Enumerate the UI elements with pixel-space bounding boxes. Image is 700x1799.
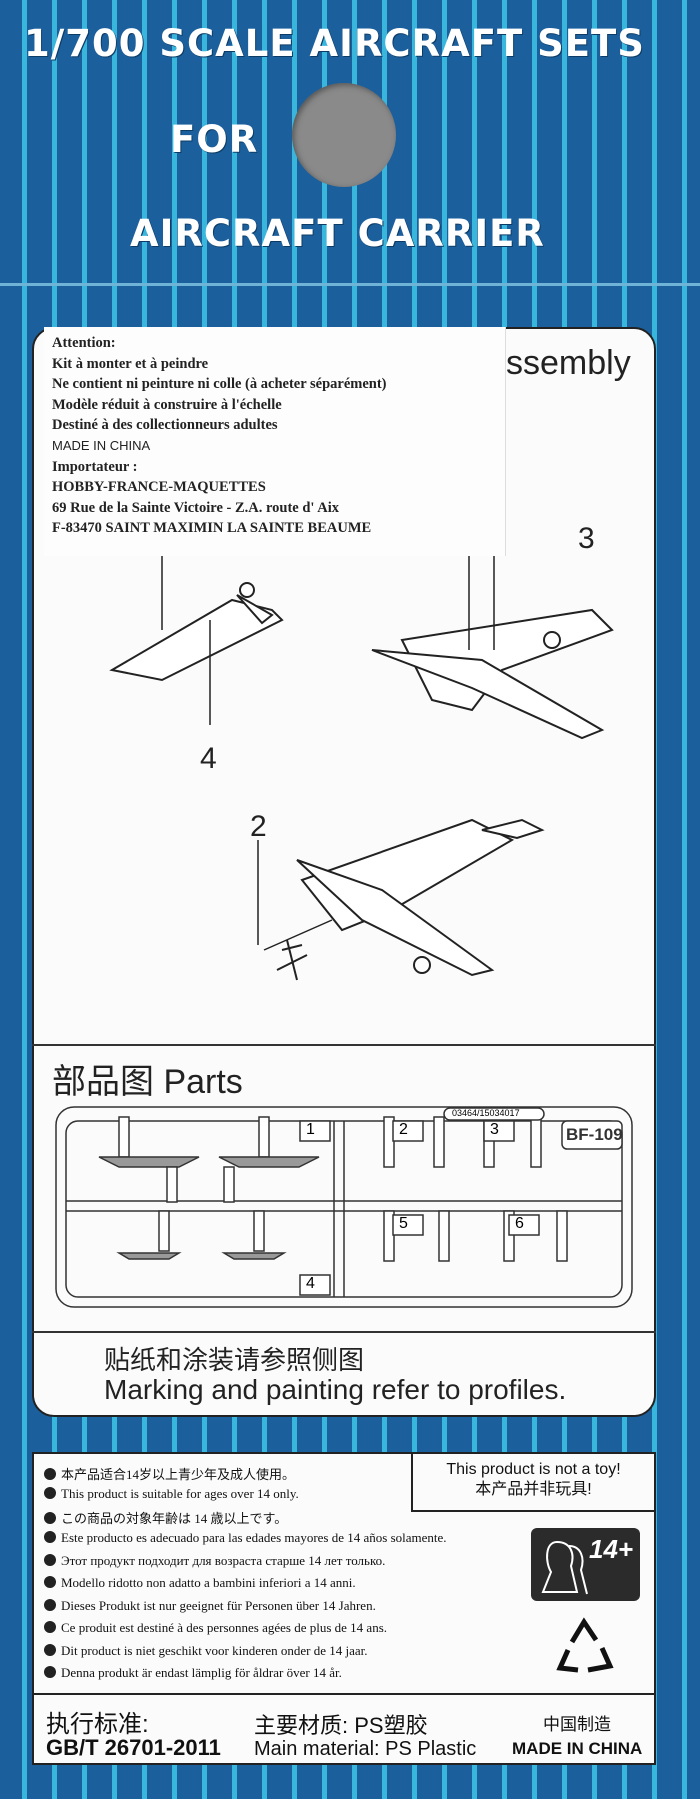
made-in-china: MADE IN CHINA (512, 1739, 643, 1758)
hang-hole (292, 83, 396, 187)
marking-note-en: Marking and painting refer to profiles. (104, 1374, 567, 1405)
plane-wing (371, 608, 614, 740)
recycle-icon (556, 1617, 614, 1673)
divider (32, 1693, 656, 1695)
part-number-6: 6 (515, 1215, 524, 1232)
age-note: Этот продукт подходит для возраста старш… (61, 1553, 386, 1568)
sticker-line: Destiné à des collectionneurs adultes (52, 417, 278, 434)
not-a-toy-box: This product is not a toy! 本产品并非玩具! (411, 1452, 656, 1512)
standard-label: 执行标准: (46, 1711, 149, 1738)
part-number-4: 4 (306, 1275, 315, 1292)
part-number-3: 3 (490, 1121, 499, 1138)
part-number-1: 1 (306, 1121, 315, 1138)
plane-complete (276, 818, 545, 981)
flag-icon (44, 1554, 56, 1566)
warning-panel (32, 1452, 656, 1765)
parts-title: 部品图 Parts (52, 1063, 243, 1101)
importer-sticker: Attention: Kit à monter et à peindre Ne … (44, 327, 506, 556)
made-in-cn: 中国制造 (543, 1715, 611, 1734)
not-a-toy-cn: 本产品并非玩具! (475, 1481, 592, 1498)
sprue-diagram (55, 1106, 633, 1308)
sticker-line: Modèle réduit à construire à l'échelle (52, 396, 282, 413)
sticker-line: MADE IN CHINA (52, 437, 151, 453)
age-note: Ce produit est destiné à des personnes a… (61, 1620, 388, 1635)
callout-3: 3 (578, 522, 595, 555)
age-note: 本产品适合14岁以上青少年及成人使用。 (61, 1467, 296, 1482)
material-cn: 主要材质: PS塑胶 (254, 1713, 428, 1738)
not-a-toy-en: This product is not a toy! (446, 1461, 621, 1478)
sticker-line: Ne contient ni peinture ni colle (à ache… (52, 376, 387, 393)
age-note: Dieses Produkt ist nur geeignet für Pers… (61, 1598, 376, 1613)
sprue-code: 03464/15034017 (452, 1108, 520, 1118)
flag-icon (44, 1512, 56, 1524)
age-note: This product is suitable for ages over 1… (61, 1486, 299, 1501)
callout-4: 4 (200, 742, 217, 775)
age-note: この商品の対象年齢は 14 歳以上です。 (61, 1511, 288, 1526)
title-line2: FOR (170, 118, 259, 161)
divider (32, 1331, 656, 1333)
marking-note-cn: 贴纸和涂装请参照侧图 (104, 1345, 365, 1375)
plane-fuselage (109, 582, 284, 682)
assembly-title: ssembly (506, 344, 631, 382)
age-note: Denna produkt är endast lämplig för åldr… (61, 1665, 342, 1680)
material-en: Main material: PS Plastic (254, 1738, 477, 1760)
divider (32, 1044, 656, 1046)
flag-icon (44, 1576, 56, 1588)
age-badge-text: 14+ (589, 1534, 634, 1564)
model-label: BF-109 (566, 1125, 623, 1144)
fold-line (0, 283, 700, 286)
flag-icon (44, 1468, 56, 1480)
title-line1: 1/700 SCALE AIRCRAFT SETS (24, 22, 645, 65)
age-note: Dit product is niet geschikt voor kinder… (61, 1643, 368, 1658)
sticker-line: HOBBY-FRANCE-MAQUETTES (52, 479, 266, 496)
flag-icon (44, 1644, 56, 1656)
assembly-diagram (109, 500, 614, 981)
flag-icon (44, 1599, 56, 1611)
callout-2: 2 (250, 810, 267, 843)
sticker-line: Kit à monter et à peindre (52, 355, 209, 372)
sticker-line: Importateur : (52, 458, 138, 475)
sticker-line: 69 Rue de la Sainte Victoire - Z.A. rout… (52, 499, 340, 516)
silhouette-icon (541, 1540, 588, 1595)
sticker-line: F-83470 SAINT MAXIMIN LA SAINTE BEAUME (52, 520, 372, 537)
age-note: Modello ridotto non adatto a bambini inf… (61, 1575, 356, 1590)
flag-icon (44, 1666, 56, 1678)
title-line3: AIRCRAFT CARRIER (130, 212, 545, 255)
flag-icon (44, 1621, 56, 1633)
part-number-2: 2 (399, 1121, 408, 1138)
flag-icon (44, 1531, 56, 1543)
age-note: Este producto es adecuado para las edade… (61, 1530, 447, 1545)
standard-value: GB/T 26701-2011 (46, 1735, 221, 1760)
sticker-line: Attention: (52, 335, 116, 351)
part-number-5: 5 (399, 1215, 408, 1232)
flag-icon (44, 1487, 56, 1499)
age-14-plus-badge: 14+ (531, 1528, 640, 1601)
